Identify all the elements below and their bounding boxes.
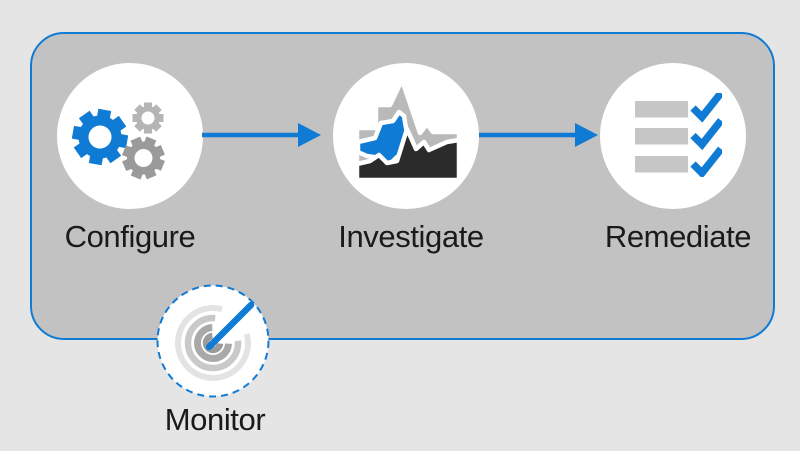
- monitor-label: Monitor: [164, 402, 266, 437]
- step-label-remediate: Remediate: [604, 219, 752, 254]
- checklist-icon: [635, 93, 722, 177]
- gears-icon: [72, 102, 165, 180]
- arrow-investigate-to-remediate: [479, 123, 598, 147]
- step-label-investigate: Investigate: [338, 219, 484, 254]
- area-chart-icon: [355, 77, 462, 181]
- step-node-investigate: [333, 63, 479, 209]
- step-node-configure: [57, 63, 203, 209]
- monitor-node: [156, 284, 270, 398]
- gauge-icon: [175, 301, 255, 381]
- step-node-remediate: [600, 63, 746, 209]
- arrow-configure-to-investigate: [202, 123, 321, 147]
- step-label-configure: Configure: [64, 219, 196, 254]
